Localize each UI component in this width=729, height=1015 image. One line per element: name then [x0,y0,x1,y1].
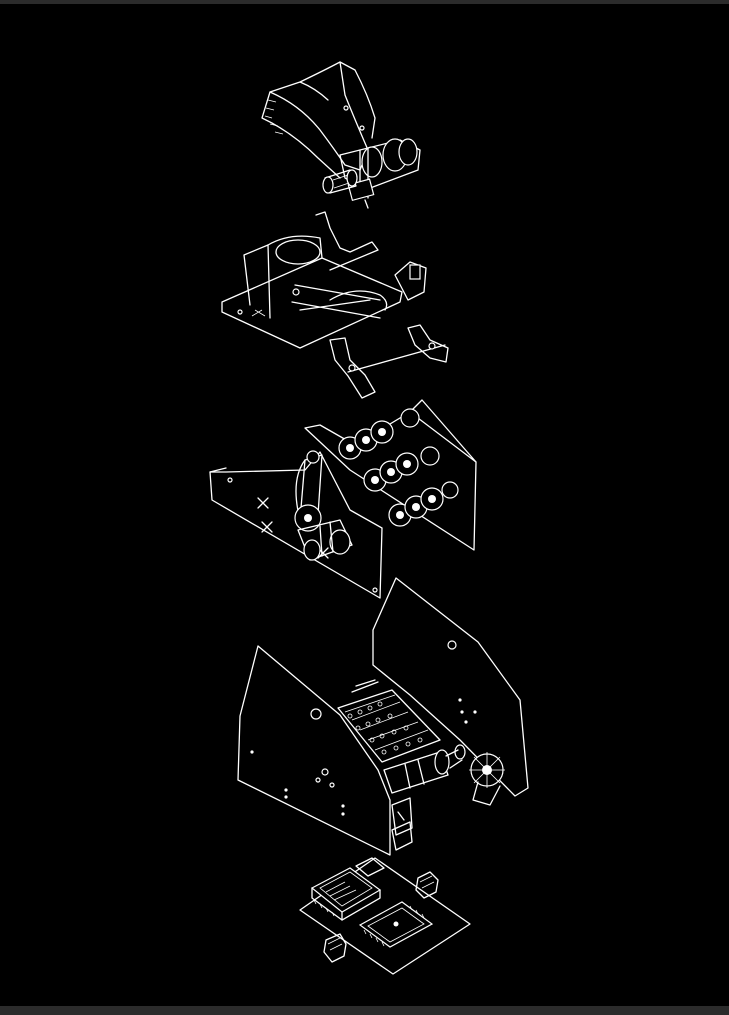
layer-5-electronics-base [299,857,471,975]
layer-5-controller-board [310,857,385,921]
layer-4-chassis-assembly [237,577,529,856]
layer-2-link-arms [329,324,449,399]
layer-4-bottom-brackets [391,797,413,851]
frame-top-bar [0,0,729,4]
layer-1-curved-plate-assembly [261,61,421,209]
layer-3-back-plate [304,399,477,551]
layer-3-roller-wheels [338,408,459,527]
layer-4-left-side-plate [237,645,391,856]
layer-3-belt-pulley [294,450,323,532]
layer-1-shaft-coupler [322,169,358,194]
layer-2-frame-bracket-assembly [221,211,449,399]
layer-4-right-side-plate [372,577,529,797]
layer-3-roller-plate-assembly [209,399,477,599]
layer-4-drive-motor [383,744,466,794]
layer-3-front-plate [209,451,383,599]
layer-5-driver-board [358,901,434,948]
layer-2-right-bracket [394,261,427,301]
frame-bottom-bar [0,1006,729,1015]
layer-4-roller-assembly [337,679,441,763]
layer-3-motor [297,519,353,561]
layer-5-connectors [323,871,439,963]
layer-4-gear [469,752,505,806]
